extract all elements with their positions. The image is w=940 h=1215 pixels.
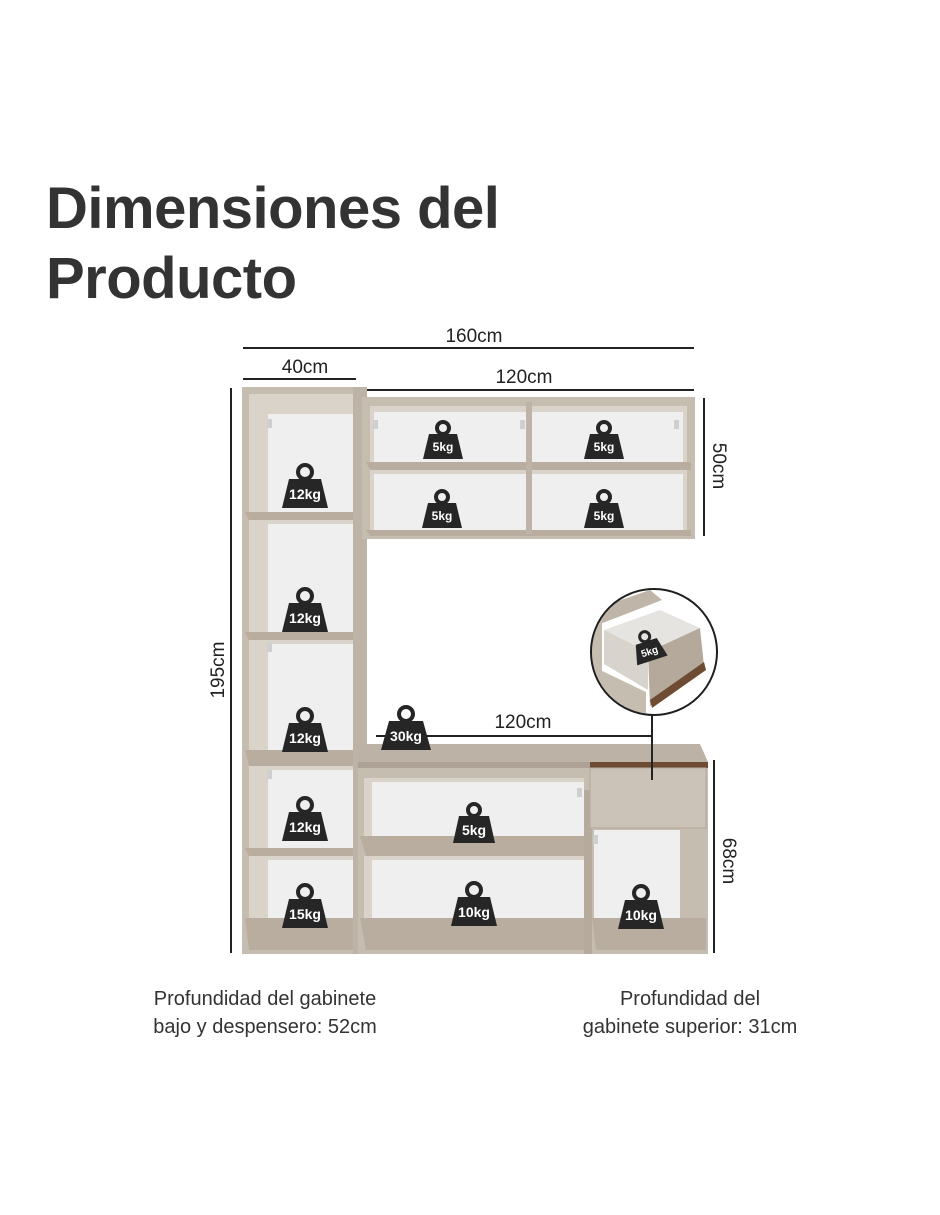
title-line-1: Dimensiones del — [46, 176, 500, 241]
weight-icon: 30kg — [381, 705, 431, 750]
weight-label: 5kg — [640, 644, 660, 660]
weight-label: 5kg — [432, 509, 453, 523]
upper-cabinet — [362, 397, 695, 539]
upper-depth-note: Profundidad del gabinete superior: 31cm — [550, 985, 830, 1041]
pantry-cabinet — [242, 387, 367, 954]
upper-depth-line-1: Profundidad del — [619, 988, 761, 1010]
lower-height-label: 68cm — [718, 838, 739, 884]
lower-depth-note: Profundidad del gabinete bajo y despense… — [120, 985, 410, 1041]
weight-label: 12kg — [289, 486, 321, 502]
dimension-labels: 160cm 40cm 120cm 50cm 195cm 120cm 68cm — [208, 326, 739, 884]
weight-icons: 12kg 12kg 12kg 12kg 15kg 5kg — [282, 420, 668, 929]
upper-depth-line-2: gabinete superior: 31cm — [582, 1016, 798, 1038]
upper-height-label: 50cm — [708, 443, 729, 489]
weight-label: 15kg — [289, 906, 321, 922]
pantry-width-label: 40cm — [282, 357, 328, 378]
weight-label: 10kg — [458, 904, 490, 920]
weight-icon: 5kg — [453, 802, 495, 843]
weight-icon: 12kg — [282, 707, 328, 752]
weight-label: 5kg — [594, 440, 615, 454]
weight-label: 5kg — [462, 822, 486, 838]
weight-icon: 12kg — [282, 587, 328, 632]
weight-icon: 15kg — [282, 883, 328, 928]
weight-icon: 5kg — [423, 420, 463, 459]
lower-depth-line-1: Profundidad del gabinete — [153, 988, 377, 1010]
weight-icon: 5kg — [635, 630, 668, 666]
weight-icon: 5kg — [584, 489, 624, 528]
weight-label: 5kg — [433, 440, 454, 454]
lower-depth-line-2: bajo y despensero: 52cm — [153, 1016, 377, 1038]
weight-label: 12kg — [289, 819, 321, 835]
lower-cabinet — [358, 744, 708, 954]
weight-icon: 12kg — [282, 463, 328, 508]
counter-width-label: 120cm — [494, 712, 551, 733]
weight-icon: 10kg — [618, 884, 664, 929]
weight-label: 12kg — [289, 730, 321, 746]
weight-icon: 10kg — [451, 881, 497, 926]
upper-width-label: 120cm — [495, 367, 552, 388]
weight-label: 10kg — [625, 907, 657, 923]
weight-label: 5kg — [594, 509, 615, 523]
weight-label: 12kg — [289, 610, 321, 626]
weight-label: 30kg — [390, 728, 422, 744]
title-line-2: Producto — [46, 246, 297, 311]
total-width-label: 160cm — [445, 326, 502, 347]
weight-icon: 5kg — [584, 420, 624, 459]
page-title: Dimensiones del Producto — [46, 174, 500, 314]
weight-icon: 12kg — [282, 796, 328, 841]
weight-icon: 5kg — [422, 489, 462, 528]
total-height-label: 195cm — [208, 641, 229, 698]
